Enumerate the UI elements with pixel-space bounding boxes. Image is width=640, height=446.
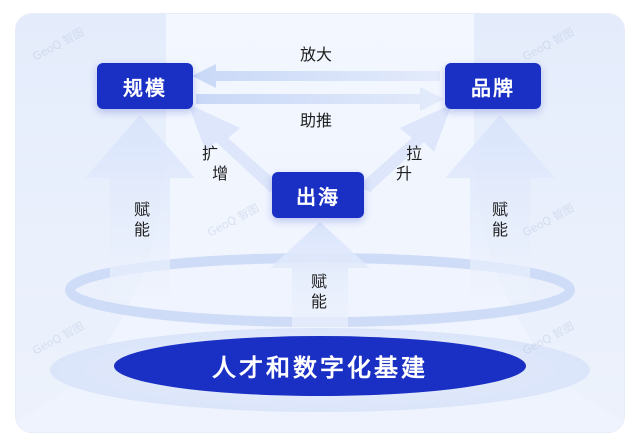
node-brand: 品牌 xyxy=(445,63,541,109)
pull-up-arrow xyxy=(358,104,452,192)
foundation-base xyxy=(114,336,526,396)
edge-expand-label: 扩 增 xyxy=(202,144,229,183)
edge-empower-right-label: 赋 能 xyxy=(491,200,508,239)
foundation-label: 人才和数字化基建 xyxy=(212,353,428,382)
edge-pull-up-label: 拉 升 xyxy=(396,144,423,183)
empower-right-arrow xyxy=(445,115,555,300)
node-scale: 规模 xyxy=(97,63,193,109)
edge-empower-center-label: 赋 能 xyxy=(310,272,327,311)
edge-amplify-label: 放大 xyxy=(300,45,333,64)
empower-center-arrow xyxy=(270,222,370,330)
amplify-arrow xyxy=(192,64,440,88)
node-scale-label: 规模 xyxy=(123,75,167,100)
node-brand-label: 品牌 xyxy=(471,75,515,100)
edge-boost-label: 助推 xyxy=(300,111,333,130)
expand-arrow xyxy=(188,104,282,192)
node-overseas-label: 出海 xyxy=(296,184,340,209)
empower-left-arrow xyxy=(85,115,195,300)
boost-arrow xyxy=(196,87,444,111)
node-overseas: 出海 xyxy=(272,172,364,218)
edge-empower-left-label: 赋 能 xyxy=(133,200,150,239)
